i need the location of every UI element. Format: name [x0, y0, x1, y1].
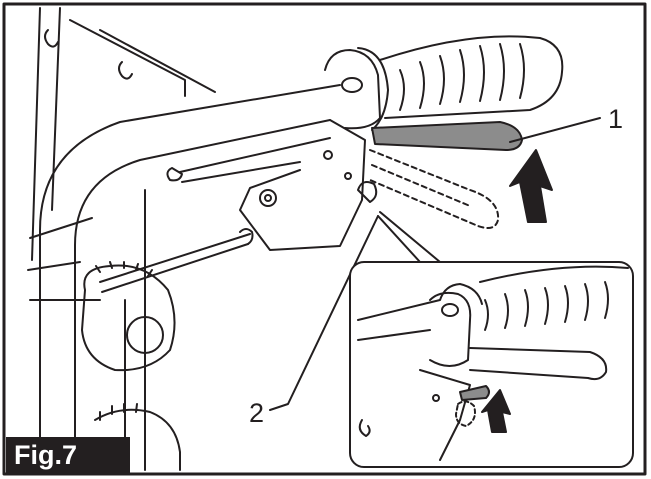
callout-label-1: 1 — [608, 104, 624, 134]
leader-line-2 — [269, 215, 379, 411]
frame-background — [27, 7, 216, 301]
inset-up-arrow — [481, 389, 511, 433]
control-cables — [99, 137, 331, 293]
choke-lever — [357, 181, 378, 203]
leader-line-1 — [509, 117, 601, 143]
figure-label: Fig.7 — [6, 437, 130, 473]
adjustment-knobs — [81, 261, 181, 471]
inset-choke-lever-lowered — [455, 400, 476, 427]
lever-housing — [239, 119, 366, 251]
lever-raised — [371, 121, 523, 151]
handlebar-grip — [379, 35, 564, 119]
callout-label-2: 2 — [249, 398, 265, 428]
lever-clamp — [324, 47, 389, 131]
inset-choke-lever-raised — [459, 385, 490, 401]
handle-tube — [39, 84, 341, 471]
inset-detail — [349, 261, 634, 468]
up-arrow — [509, 149, 553, 223]
lever-lowered-outline — [369, 149, 500, 229]
